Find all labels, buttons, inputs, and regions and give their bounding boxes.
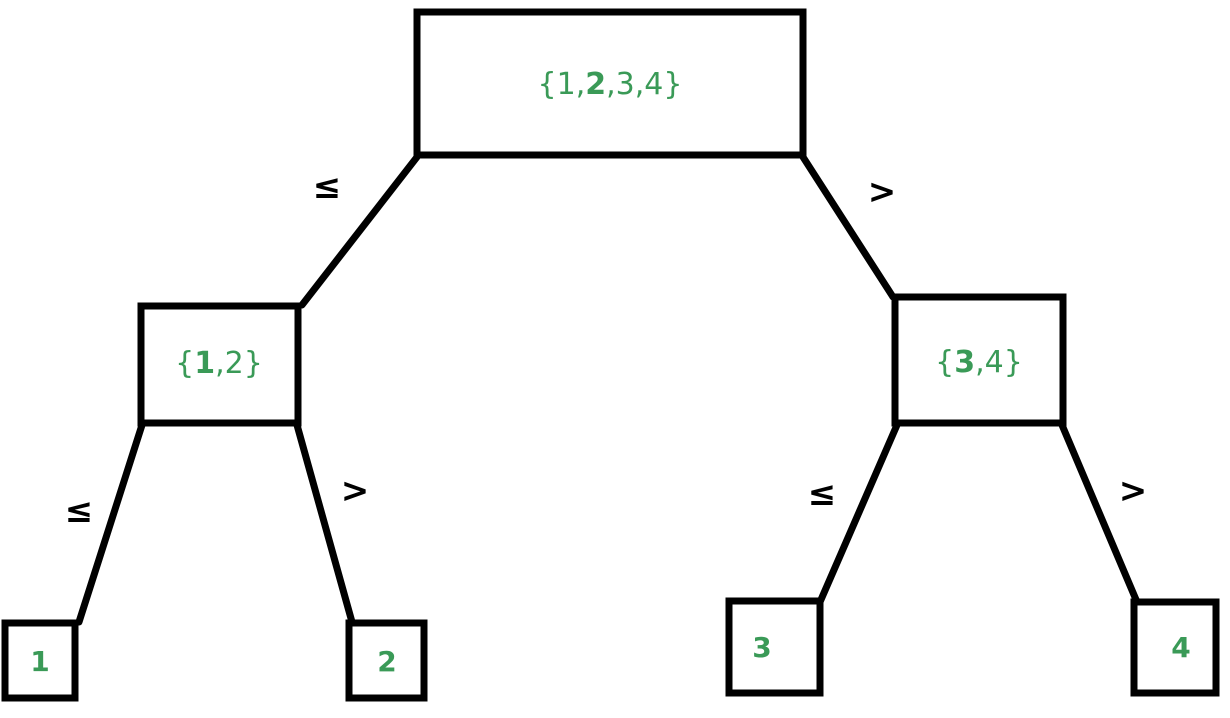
leaf-node-1-label: 1	[30, 645, 49, 678]
edge-right-leaf4	[1058, 421, 1141, 606]
edge-left-leaf1	[75, 421, 146, 626]
edge-root-left	[298, 153, 421, 309]
node-root: {1,2,3,4}	[413, 8, 807, 159]
edge-label-left-leaf1: ≤	[65, 491, 94, 531]
leaf-node-4-label: 4	[1171, 631, 1190, 664]
leaf-node-2: 2	[345, 619, 428, 702]
leaf-node-3-label: 3	[752, 631, 771, 664]
edge-right-leaf3	[816, 421, 901, 606]
node-left: {1,2}	[137, 302, 302, 427]
edge-label-right-leaf3: ≤	[808, 474, 837, 514]
leaf-node-2-label: 2	[377, 645, 396, 678]
edge-label-root-right: >	[868, 172, 897, 212]
leaf-node-3: 3	[725, 597, 824, 697]
node-root-label: {1,2,3,4}	[538, 67, 683, 102]
node-right-label: {3,4}	[935, 345, 1023, 380]
edge-label-root-left: ≤	[313, 167, 342, 207]
edge-root-right	[799, 153, 897, 301]
node-left-label: {1,2}	[175, 346, 263, 381]
edge-label-right-leaf4: >	[1119, 471, 1148, 511]
leaf-node-4: 4	[1130, 598, 1220, 697]
edge-left-leaf2	[293, 421, 356, 626]
edge-label-left-leaf2: >	[341, 471, 370, 511]
node-right: {3,4}	[891, 293, 1067, 427]
leaf-node-1: 1	[1, 619, 79, 702]
